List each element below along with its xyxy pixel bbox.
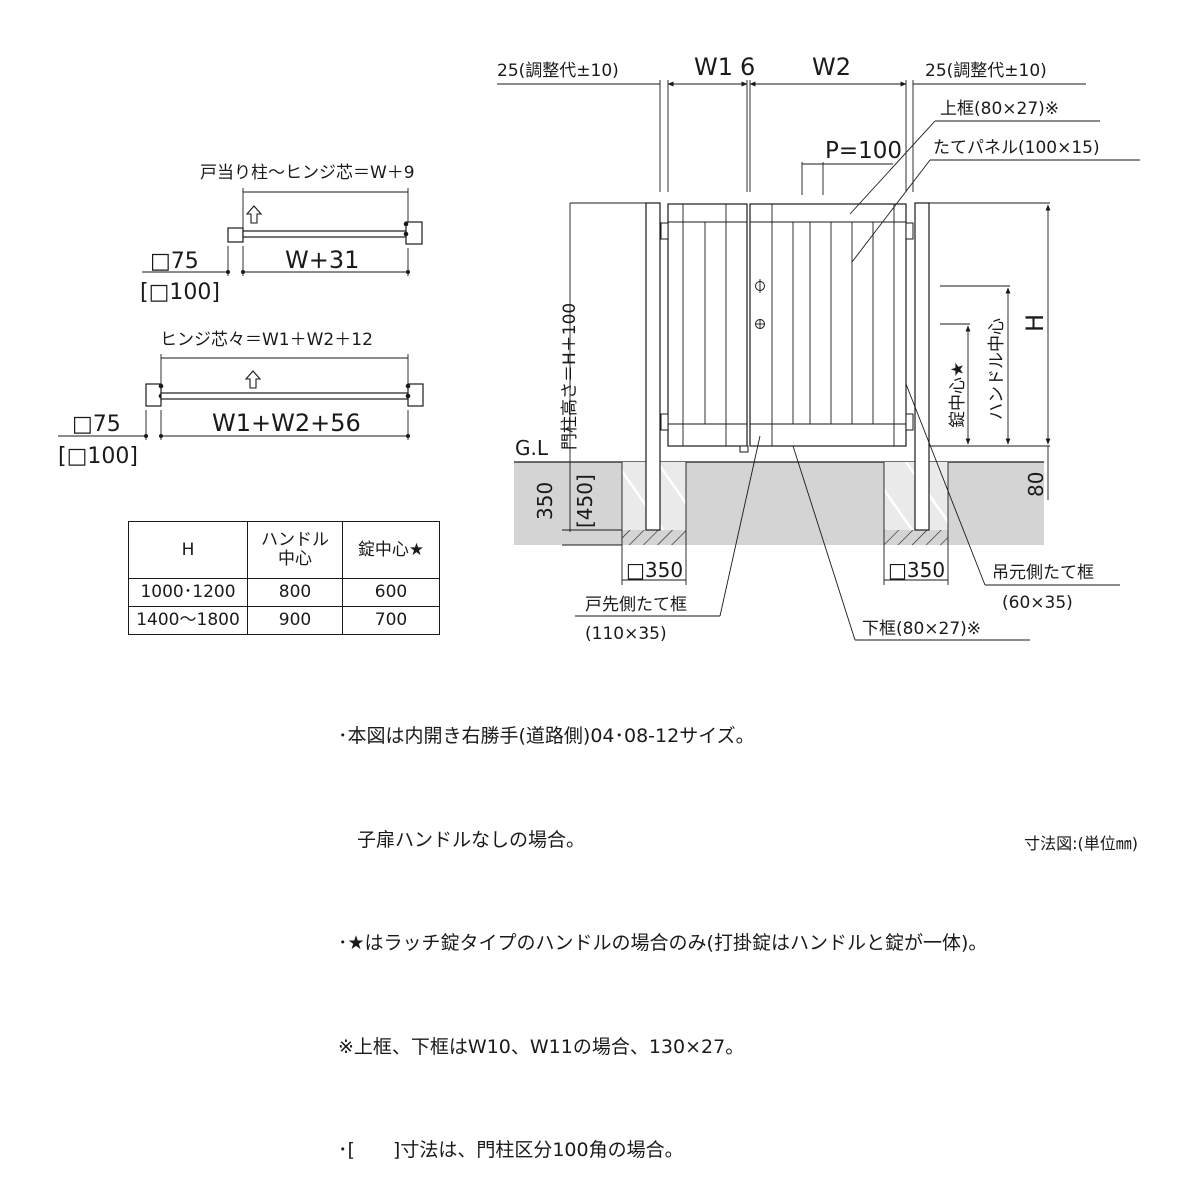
gate-leaf-plan (160, 392, 409, 400)
gate-leaf-plan (242, 230, 407, 238)
ground (514, 462, 1044, 545)
open-direction-icon (245, 205, 263, 224)
plan-single: 戸当り柱〜ヒンジ芯＝W＋9 □75 [□100] W+31 (140, 163, 423, 305)
table-header-h: H (128, 521, 248, 579)
hinge-post-icon (405, 221, 423, 245)
depth-label: 350 (533, 482, 557, 520)
depth-alt-label: [450] (573, 474, 597, 528)
vertical-panel-label: たてパネル(100×15) (933, 138, 1100, 158)
gate-leaf-large (749, 203, 907, 447)
gate-leaf-small (667, 203, 748, 447)
top-frame-label: 上框(80×27)※ (940, 99, 1059, 119)
post-size-label: □75 (150, 249, 199, 274)
h-label: H (1021, 314, 1049, 332)
gap-label: 6 (740, 53, 755, 81)
footing-right-label: □350 (888, 558, 945, 582)
pitch-label: P=100 (825, 138, 902, 164)
post-size-alt-label: [□100] (58, 444, 138, 469)
bottom-frame-label: 下框(80×27)※ (862, 619, 981, 639)
gate-post-right (914, 202, 930, 531)
notes: ･本図は内開き右勝手(道路側)04･08-12サイズ。 子扉ハンドルなしの場合。… (338, 650, 987, 1202)
post-height-label: 門柱高さ＝H＋100 (560, 303, 580, 450)
table-row: 1000･1200 800 600 (128, 578, 440, 607)
hinge-post-icon (145, 383, 162, 407)
base-label: 80 (1024, 472, 1048, 497)
footing-left (622, 530, 686, 545)
hinge-frame-label: 吊元側たて框 (992, 563, 1094, 583)
right-margin-label: 25(調整代±10) (925, 61, 1047, 81)
hinge-frame-size-label: (60×35) (1002, 593, 1073, 613)
handle-center-label: ハンドル中心 (987, 318, 1007, 420)
w1-label: W1 (694, 53, 733, 81)
open-direction-icon (244, 370, 262, 389)
note-line: ※上框、下框はW10、W11の場合、130×27。 (338, 1035, 745, 1058)
post-icon (227, 227, 244, 243)
note-line: ･[ ]寸法は、門柱区分100角の場合。 (338, 1139, 684, 1161)
caption: 寸法図:(単位㎜) (1024, 834, 1138, 853)
elevation: 25(調整代±10) W1 6 W2 25(調整代±10) P=100 門柱高さ… (497, 53, 1140, 644)
footing-right (884, 530, 948, 545)
dimension-diagram: 戸当り柱〜ヒンジ芯＝W＋9 □75 [□100] W+31 ヒンジ芯々＝W1＋W… (58, 53, 1140, 644)
table-header-handle: ハンドル中心 (247, 521, 343, 579)
hinge-post-icon (407, 383, 424, 407)
lock-center-label: 錠中心★ (948, 362, 968, 428)
post-size-alt-label: [□100] (140, 280, 220, 305)
latch-frame-label: 戸先側たて框 (585, 595, 687, 615)
spec-table: H ハンドル中心 錠中心★ 1000･1200 800 600 1400〜180… (128, 521, 440, 635)
plan-single-title: 戸当り柱〜ヒンジ芯＝W＋9 (200, 163, 415, 183)
plan-double: ヒンジ芯々＝W1＋W2＋12 □75 [□100] W1+W2+56 (58, 330, 424, 469)
gate-post-left (645, 202, 661, 531)
width-label: W1+W2+56 (212, 409, 361, 437)
plan-double-title: ヒンジ芯々＝W1＋W2＋12 (160, 330, 373, 350)
footing-left-label: □350 (626, 558, 683, 582)
w2-label: W2 (812, 53, 851, 81)
note-line: ･本図は内開き右勝手(道路側)04･08-12サイズ。 (338, 725, 755, 747)
table-row: 1400〜1800 900 700 (128, 606, 440, 635)
table-header-lock: 錠中心★ (342, 521, 440, 579)
note-line: ･★はラッチ錠タイプのハンドルの場合のみ(打掛錠はハンドルと錠が一体)。 (338, 932, 988, 954)
latch-frame-size-label: (110×35) (585, 624, 667, 644)
left-margin-label: 25(調整代±10) (497, 61, 619, 81)
width-label: W+31 (285, 246, 359, 274)
note-line: 子扉ハンドルなしの場合。 (338, 828, 586, 851)
gl-label: G.L (515, 436, 549, 460)
post-size-label: □75 (72, 412, 121, 437)
